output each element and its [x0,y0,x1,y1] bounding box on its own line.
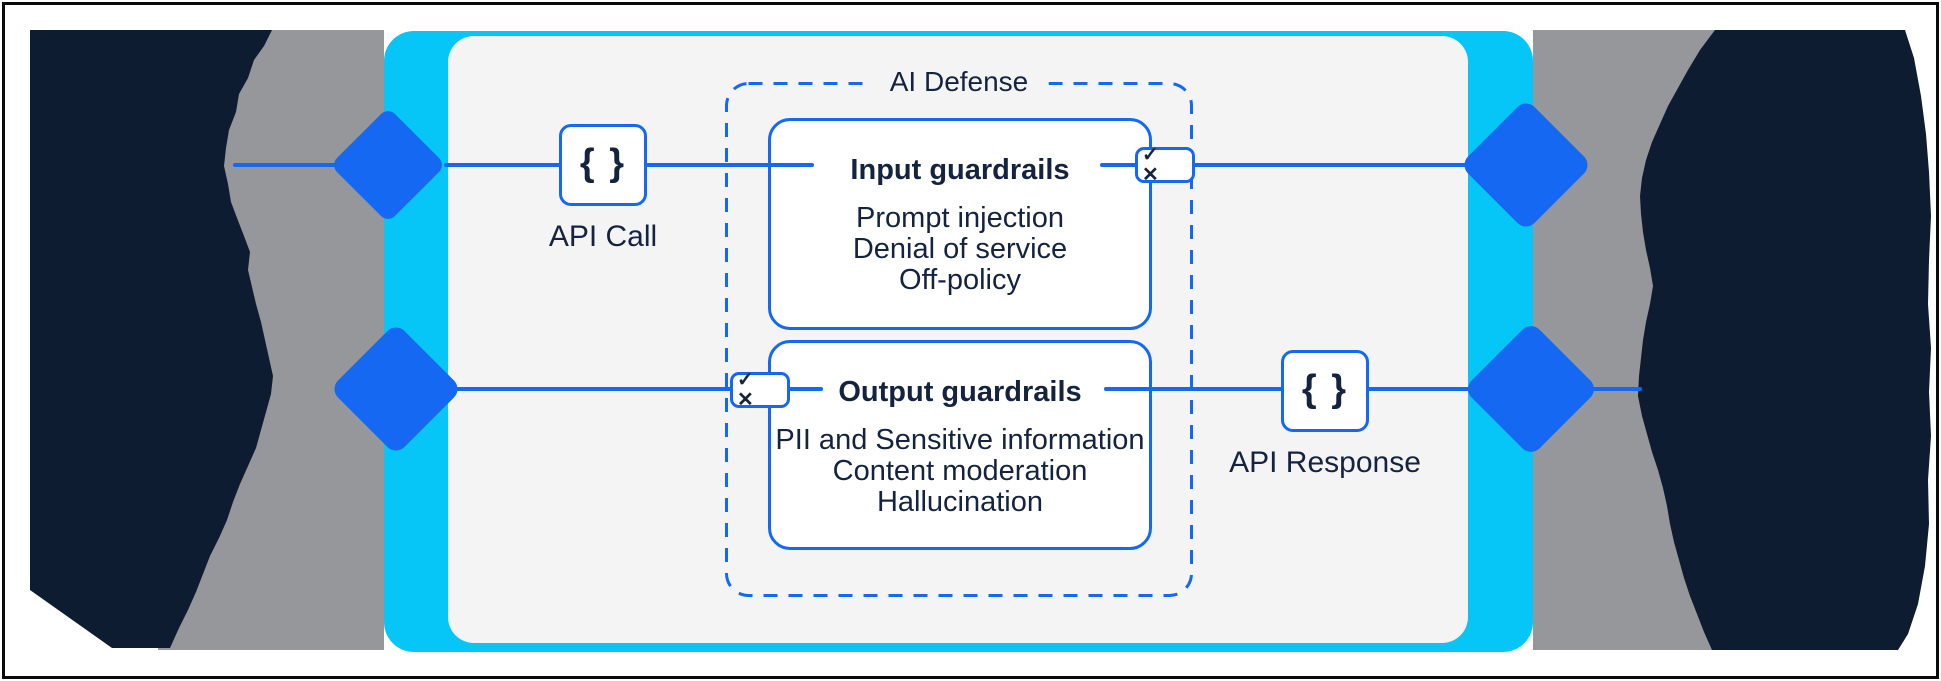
flow-line-segment [787,387,823,391]
list-item: Hallucination [876,486,1044,518]
flow-line-segment [1100,163,1138,167]
api-response-label: API Response [1229,446,1421,479]
output-guardrails-list: PII and Sensitive information Content mo… [775,425,1144,518]
check-x-icon: ✓ ✕ [737,369,758,411]
api-call-label: API Call [548,220,658,253]
flow-line-segment [233,163,339,167]
list-item: Content moderation [832,455,1088,487]
flow-line-segment [1104,387,1284,391]
code-braces-icon: { } [579,141,627,184]
input-guardrails-title: Input guardrails [850,154,1070,186]
check-x-icon: ✓ ✕ [1142,144,1163,186]
flow-line-segment [1193,163,1473,167]
input-guardrails-box: Input guardrails Prompt injection Denial… [768,118,1152,330]
flow-line-segment [444,163,562,167]
flow-line-segment [444,387,736,391]
check-x-badge-input: ✓ ✕ [1135,144,1195,186]
api-response-box: { } [1281,350,1369,432]
output-guardrails-title: Output guardrails [838,376,1082,408]
input-guardrails-list: Prompt injection Denial of service Off-p… [853,203,1067,296]
list-item: PII and Sensitive information [775,424,1145,456]
check-x-badge-output: ✓ ✕ [730,369,790,411]
output-guardrails-box: Output guardrails PII and Sensitive info… [768,340,1152,550]
list-item: Off-policy [899,264,1021,296]
list-item: Denial of service [852,233,1068,265]
ai-defense-label: AI Defense [869,64,1049,100]
flow-line-segment [1365,387,1473,391]
list-item: Prompt injection [856,202,1064,234]
api-call-box: { } [559,124,647,206]
flow-line-segment [1578,387,1642,391]
flow-line-segment [646,163,814,167]
code-braces-icon: { } [1301,367,1349,410]
